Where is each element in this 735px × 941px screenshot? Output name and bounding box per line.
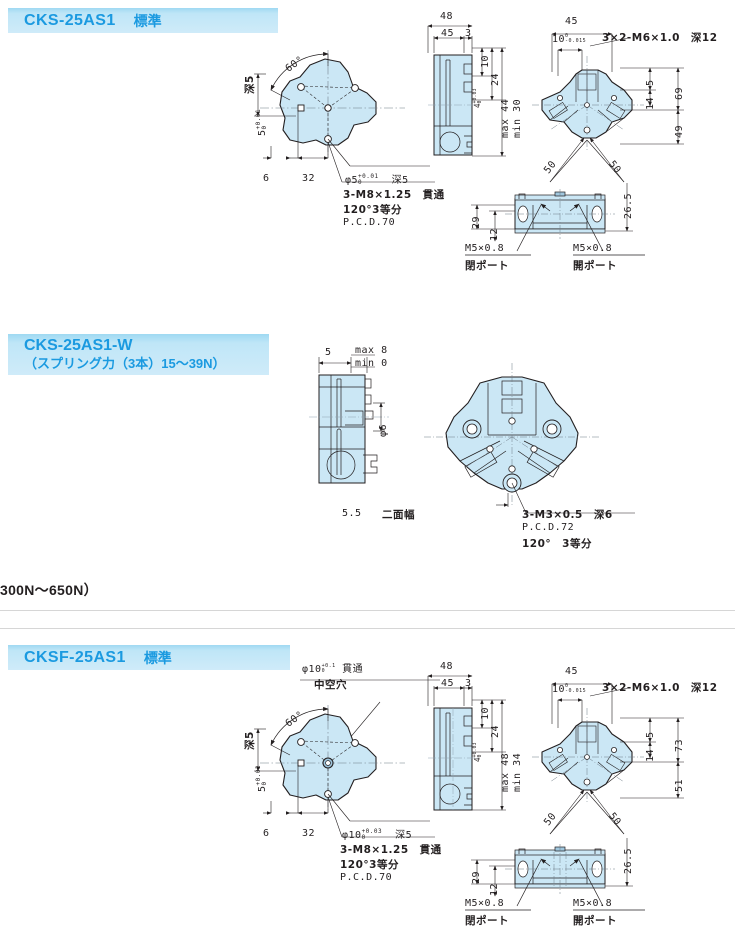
section-variant: 標準 [143, 649, 172, 666]
dim-51: 51 [674, 778, 685, 792]
port-open-thread-f: M5×0.8 [573, 898, 613, 909]
section-code: CKS-25AS1-W [24, 337, 133, 354]
dim-48-f: 48 [440, 661, 454, 672]
dim-48: 48 [440, 11, 454, 22]
dim-49: 49 [674, 124, 685, 138]
drawing-top-top-view: 45 100-0.015 3×2-M6×1.0 深12 5 14 69 49 5… [520, 10, 735, 190]
dim-10: 10 [480, 54, 491, 68]
thread-note-top: 3×2-M6×1.0 深12 [602, 32, 718, 44]
dim-32-f: 32 [302, 828, 316, 839]
divider-rule-1 [0, 610, 735, 611]
thread-note-f: 3-M8×1.25 貫通 [340, 844, 442, 856]
dim-69: 69 [674, 86, 685, 100]
dim-26-5: 26.5 [623, 192, 634, 219]
dim-45-top: 45 [565, 16, 579, 27]
dim-10-tol: 100-0.015 [552, 33, 587, 46]
spacing-note-f: 120°3等分 [340, 859, 399, 871]
spacing-note-mid: 120° 3等分 [522, 538, 592, 550]
dim-29-f: 29 [471, 870, 482, 884]
section-code: CKS-25AS1 [24, 11, 116, 29]
spacing-note: 120°3等分 [343, 204, 402, 216]
dim-3: 3 [465, 28, 472, 39]
thread-note: 3-M8×1.25 貫通 [343, 189, 445, 201]
width-note: 二面幅 [382, 509, 415, 521]
section-title-cks-25as1: CKS-25AS1 標準 [8, 8, 278, 33]
port-close-thread: M5×0.8 [465, 243, 505, 254]
fragment-text: 300N〜650N） [0, 582, 98, 598]
section-title-cks-25as1-w: CKS-25AS1-W （スプリング力（3本）15〜39N） [8, 334, 269, 375]
pcd-note-mid: P.C.D.72 [522, 522, 575, 533]
section-variant: （スプリング力（3本）15〜39N） [24, 356, 226, 371]
dim-10-f: 10 [480, 706, 491, 720]
dim-45-top-f: 45 [565, 666, 579, 677]
dim-5-mid: 5 [325, 347, 332, 358]
dim-24: 24 [490, 72, 501, 86]
dim-73: 73 [674, 738, 685, 752]
dia-6: φ6 [378, 423, 389, 437]
dim-45: 45 [441, 28, 455, 39]
thread-note-top-f: 3×2-M6×1.0 深12 [602, 682, 718, 694]
pcd-note: P.C.D.70 [343, 217, 396, 228]
max-label-f: max 48 [500, 752, 511, 792]
min-label-mid: min 0 [355, 358, 388, 369]
port-close-label-f: 閉ポート [465, 915, 509, 927]
drawing-bottom-port-view: 29 12 26.5 M5×0.8 閉ポート M5×0.8 開ポート [455, 838, 655, 933]
dim-32: 32 [302, 173, 316, 184]
dim-12: 12 [489, 227, 500, 241]
dim-6-f: 6 [263, 828, 270, 839]
drawing-bottom-top-view: 45 100-0.015 3×2-M6×1.0 深12 5 14 73 51 5… [520, 660, 735, 840]
dim-29: 29 [471, 215, 482, 229]
dim-24-f: 24 [490, 724, 501, 738]
section-code: CKSF-25AS1 [24, 648, 126, 666]
thread-note-mid: 3-M3×0.5 深6 [522, 509, 613, 521]
section-title-cksf-25as1: CKSF-25AS1 標準 [8, 645, 290, 670]
dim-26-5-f: 26.5 [623, 847, 634, 874]
drawing-mid-front-view: 5.5 二面幅 3-M3×0.5 深6 P.C.D.72 120° 3等分 [342, 355, 640, 550]
port-open-label-f: 開ポート [573, 915, 617, 927]
dim-45-f: 45 [441, 678, 455, 689]
max-label: max 44 [500, 98, 511, 138]
dim-5-5: 5.5 [342, 508, 362, 519]
dim-14: 14 [645, 96, 656, 110]
dim-5-top-f: 5 [645, 731, 656, 738]
dim-3-f: 3 [465, 678, 472, 689]
divider-rule-2 [0, 628, 735, 629]
port-close-thread-f: M5×0.8 [465, 898, 505, 909]
depth-label-left: 深5 [244, 75, 256, 94]
port-close-label: 閉ポート [465, 260, 509, 272]
hollow-hole-note: 中空穴 [314, 679, 347, 691]
pcd-note-f: P.C.D.70 [340, 872, 393, 883]
port-open-thread: M5×0.8 [573, 243, 613, 254]
drawing-top-port-view: 29 12 26.5 M5×0.8 閉ポート M5×0.8 開ポート [455, 183, 655, 278]
depth-label-left-f: 深5 [244, 731, 256, 750]
section-variant: 標準 [133, 12, 162, 29]
dim-14-f: 14 [645, 748, 656, 762]
dim-6: 6 [263, 173, 270, 184]
dim-10-tol-f: 100-0.015 [552, 683, 587, 696]
max-label-mid: max 8 [355, 345, 388, 356]
dim-5-top: 5 [645, 79, 656, 86]
dim-12-f: 12 [489, 882, 500, 896]
drawing-mid-side-view: 5 max 8 min 0 φ6 [305, 345, 415, 505]
port-open-label: 開ポート [573, 260, 617, 272]
